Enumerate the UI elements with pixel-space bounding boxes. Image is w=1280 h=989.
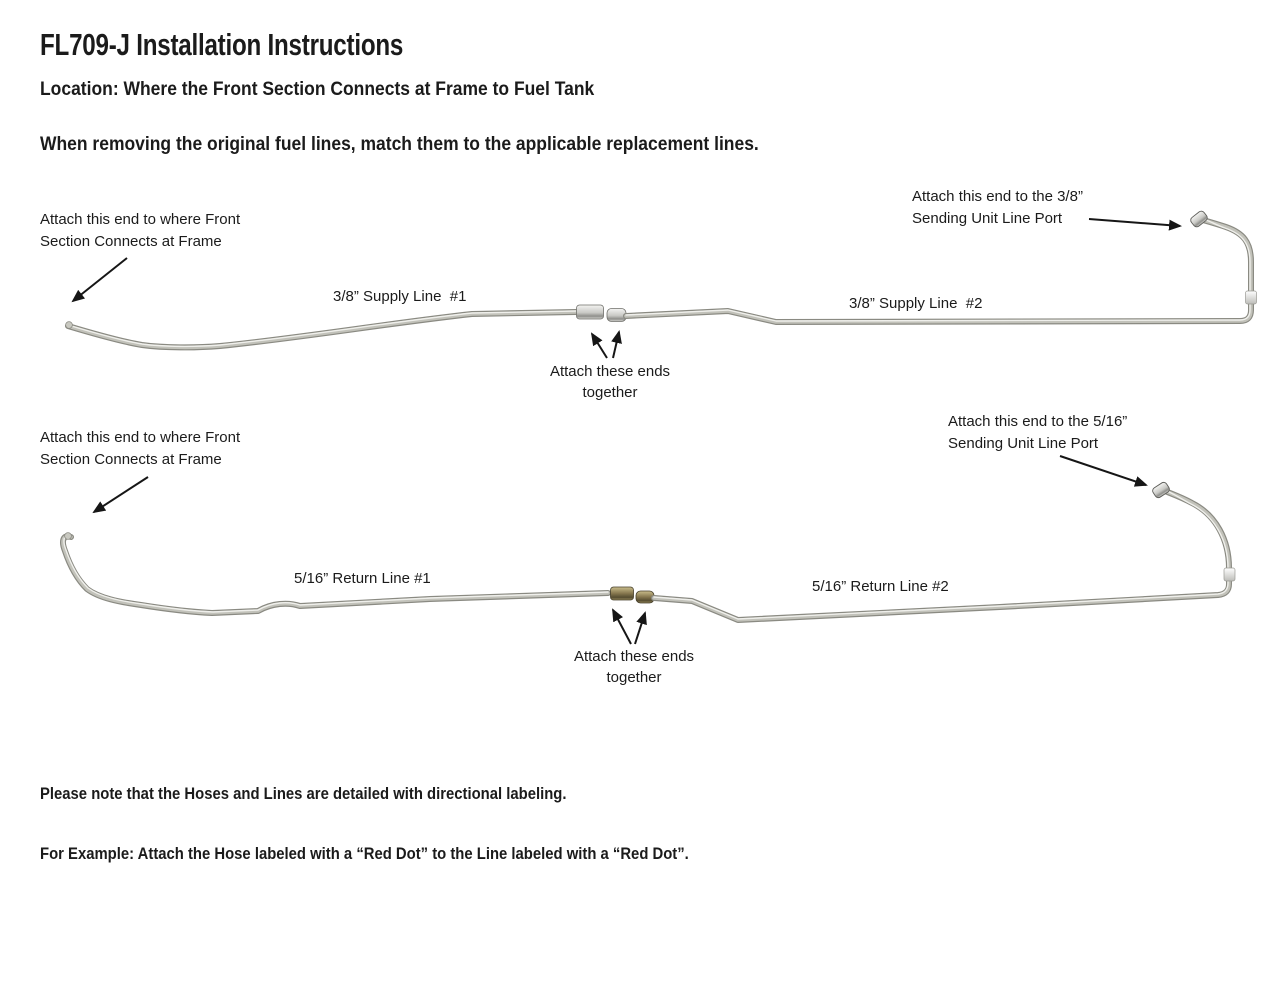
supply-sending-unit-note: Attach this end to the 3/8” Sending Unit… xyxy=(912,188,1083,227)
return-frame-end-arrow xyxy=(92,476,149,514)
return-line-2-tube xyxy=(635,481,1236,623)
removal-instruction: When removing the original fuel lines, m… xyxy=(40,134,759,155)
return-frame-end-note: Attach this end to where Front Section C… xyxy=(40,429,241,468)
supply-join-arrow-right xyxy=(611,330,622,359)
supply-line-1-tube xyxy=(65,304,604,351)
return-join-note: Attach these ends together xyxy=(573,648,695,686)
supply-sending-unit-end-fitting xyxy=(1190,210,1208,228)
return-line-1-label: 5/16” Return Line #1 xyxy=(294,570,431,587)
return-line-2-sleeve xyxy=(1223,567,1236,582)
note-line-2: For Example: Attach the Hose labeled wit… xyxy=(40,845,689,863)
location-heading: Location: Where the Front Section Connec… xyxy=(40,79,595,100)
supply-line-2-label: 3/8” Supply Line #2 xyxy=(849,295,983,312)
return-sending-unit-note: Attach this end to the 5/16” Sending Uni… xyxy=(948,413,1128,452)
supply-join-note: Attach these ends together xyxy=(549,363,671,401)
directional-labeling-note: Please note that the Hoses and Lines are… xyxy=(40,746,761,902)
supply-union-fitting xyxy=(576,304,604,320)
supply-line-2-sleeve xyxy=(1245,290,1257,305)
supply-frame-end-note: Attach this end to where Front Section C… xyxy=(40,211,241,250)
return-line-1-tube xyxy=(60,532,634,616)
return-join-arrow-right xyxy=(634,611,647,645)
page-title: FL709-J Installation Instructions xyxy=(40,27,404,62)
return-sending-unit-arrow xyxy=(1059,455,1148,487)
return-line-1-frame-end xyxy=(64,532,72,540)
supply-flare-nut xyxy=(606,308,627,322)
supply-line-1-frame-end xyxy=(65,321,73,329)
return-line-2-label: 5/16” Return Line #2 xyxy=(812,578,949,595)
pointer-arrows xyxy=(71,218,1182,645)
supply-line-1-label: 3/8” Supply Line #1 xyxy=(333,288,467,305)
return-union-fitting xyxy=(610,586,634,601)
supply-frame-end-arrow xyxy=(71,257,128,303)
supply-join-arrow-left xyxy=(590,332,608,359)
supply-sending-unit-arrow xyxy=(1088,218,1182,231)
return-sending-unit-end-fitting xyxy=(1152,481,1170,499)
return-join-arrow-left xyxy=(612,608,632,645)
note-line-1: Please note that the Hoses and Lines are… xyxy=(40,785,567,803)
supply-line-2-tube xyxy=(606,210,1257,325)
